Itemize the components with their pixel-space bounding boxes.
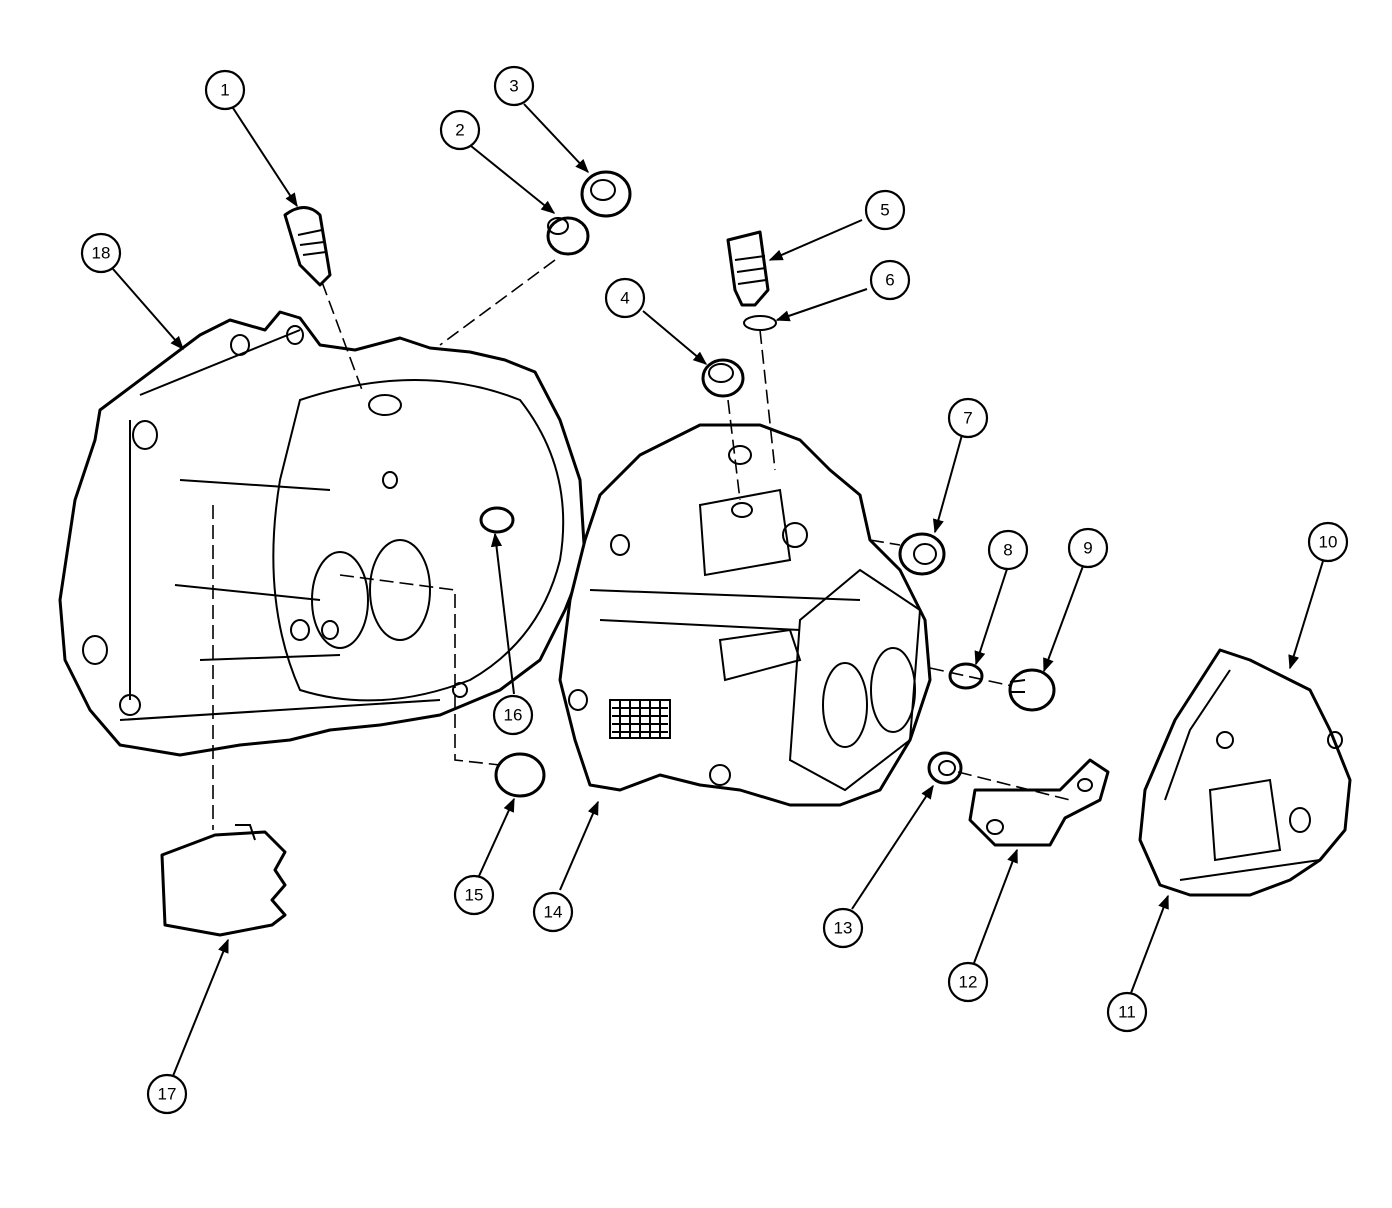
callout-number: 12 [959, 973, 978, 992]
callout-number: 8 [1003, 541, 1012, 560]
bolt [283, 206, 332, 287]
callout-15: 15 [453, 874, 495, 916]
callout-circle [947, 961, 989, 1003]
callout-number: 7 [963, 409, 972, 428]
callout-2: 2 [439, 109, 481, 151]
callout-16: 16 [492, 694, 534, 736]
callout-7: 7 [947, 397, 989, 439]
callout-17: 17 [146, 1073, 188, 1115]
callout-circle [453, 874, 495, 916]
callout-14: 14 [532, 891, 574, 933]
pin [948, 662, 984, 690]
callout-circle [947, 397, 989, 439]
callout-number: 10 [1319, 533, 1338, 552]
callout-circle [1307, 521, 1349, 563]
callout-12: 12 [947, 961, 989, 1003]
callout-8: 8 [987, 529, 1029, 571]
bushing-15 [494, 752, 546, 798]
switch [726, 230, 770, 307]
plug [701, 358, 745, 398]
callout-4: 4 [604, 277, 646, 319]
bracket [968, 758, 1110, 847]
callout-number: 17 [158, 1085, 177, 1104]
callout-number: 4 [620, 289, 629, 308]
callout-number: 6 [885, 271, 894, 290]
callout-3: 3 [493, 65, 535, 107]
plug-9 [1008, 668, 1056, 712]
dowel [479, 506, 515, 534]
callout-9: 9 [1067, 527, 1109, 569]
callout-number: 3 [509, 77, 518, 96]
callout-circle [80, 232, 122, 274]
alignment-lines [212, 259, 1071, 830]
callout-circle [604, 277, 646, 319]
clutch-housing [58, 310, 587, 757]
callout-circle [493, 65, 535, 107]
transaxle-case [558, 423, 932, 807]
callout-circle [822, 907, 864, 949]
o-ring [743, 315, 777, 331]
callout-1: 1 [204, 69, 246, 111]
callout-number: 14 [544, 903, 563, 922]
callout-circle [987, 529, 1029, 571]
callout-circle [492, 694, 534, 736]
callout-circle [869, 259, 911, 301]
callout-number: 9 [1083, 539, 1092, 558]
case-cover [1138, 648, 1352, 897]
callout-6: 6 [869, 259, 911, 301]
callout-circle [439, 109, 481, 151]
bushing [546, 216, 590, 256]
callout-number: 13 [834, 919, 853, 938]
callout-circle [146, 1073, 188, 1115]
callout-number: 11 [1118, 1003, 1136, 1022]
callout-11: 11 [1106, 991, 1148, 1033]
callout-18: 18 [80, 232, 122, 274]
callout-circle [532, 891, 574, 933]
leader-arrows [112, 103, 1324, 1077]
callout-number: 1 [220, 81, 229, 100]
seal-13 [927, 751, 963, 785]
callout-number: 5 [880, 201, 889, 220]
callout-13: 13 [822, 907, 864, 949]
seal [580, 170, 632, 218]
magnet [160, 824, 287, 937]
callout-circle [204, 69, 246, 111]
callout-number: 15 [465, 886, 484, 905]
callout-5: 5 [864, 189, 906, 231]
callout-number: 2 [455, 121, 464, 140]
callout-circle [864, 189, 906, 231]
callout-number: 16 [504, 706, 523, 725]
callout-number: 18 [92, 244, 111, 263]
callout-circle [1067, 527, 1109, 569]
callout-10: 10 [1307, 521, 1349, 563]
plug-7 [898, 532, 946, 576]
callout-circle [1106, 991, 1148, 1033]
